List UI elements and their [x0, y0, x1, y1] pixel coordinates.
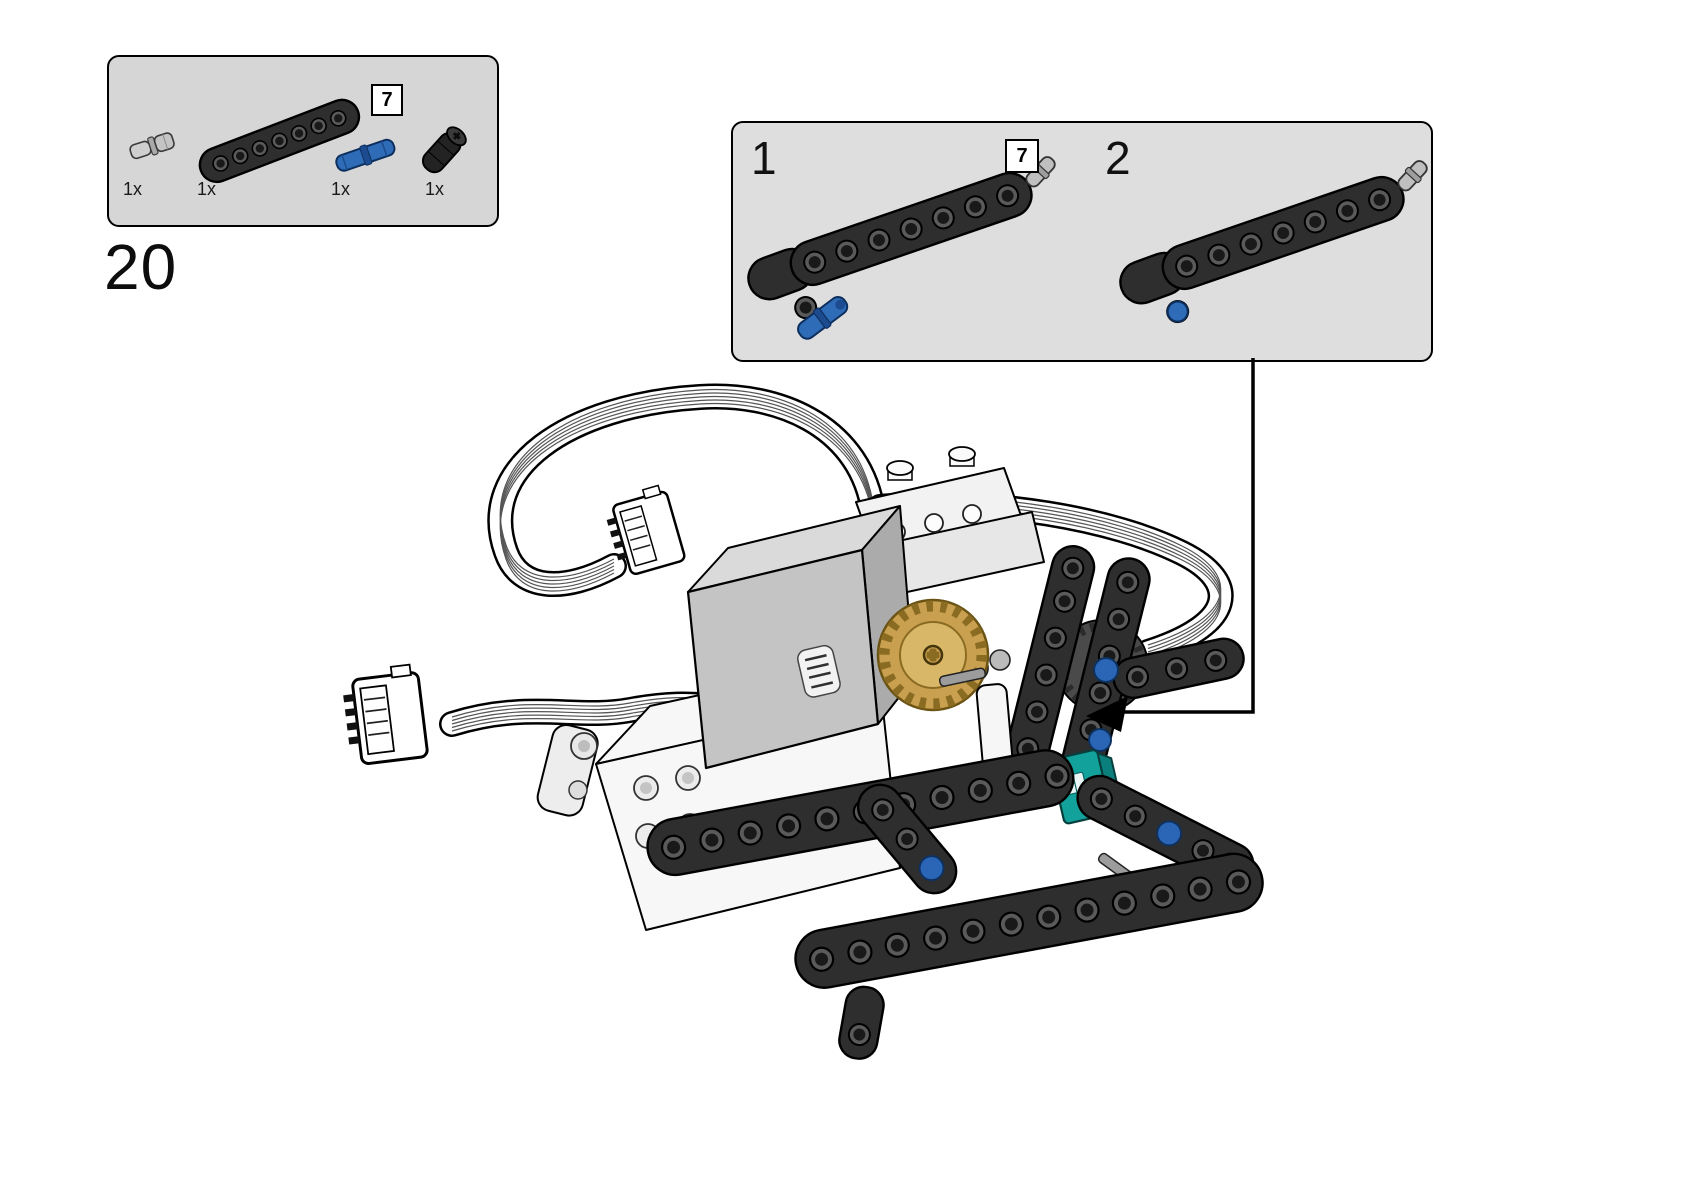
placement-arrow-icon	[1086, 696, 1128, 732]
blue-pin-end	[1156, 820, 1183, 847]
callout-connector-line	[1112, 358, 1255, 714]
stud	[886, 460, 914, 476]
inserted-blue-pin	[1166, 300, 1189, 323]
substep-label-1: 1	[751, 132, 777, 184]
sub-assembly-box: 1 7 2	[731, 121, 1433, 362]
motor-hub-detail	[568, 780, 588, 800]
gray-pin-icon	[1397, 160, 1428, 192]
substep-label-2: 2	[1105, 132, 1131, 184]
length-badge-7: 7	[1005, 139, 1039, 173]
part-count: 1x	[123, 179, 143, 199]
grille-detail	[797, 644, 841, 698]
step-number: 20	[104, 231, 178, 303]
pin-hole	[640, 782, 652, 794]
tan-knob-gear	[876, 598, 990, 712]
part-count: 1x	[197, 179, 217, 199]
part-count: 1x	[331, 179, 351, 199]
pin-hole	[962, 504, 982, 524]
blue-pin-part	[335, 138, 396, 172]
substep1-blue-pin	[797, 296, 849, 340]
blue-pin-end	[918, 855, 945, 882]
diagonal-beam-left	[856, 783, 958, 895]
gray-bush	[989, 649, 1011, 671]
cable-connector-plug	[606, 484, 686, 576]
sub-assembly-illustration	[747, 156, 1428, 340]
bottom-long-beam	[794, 852, 1264, 989]
parts-illustration	[129, 98, 467, 184]
pin-hole	[924, 513, 944, 533]
motor-hub-detail	[578, 740, 590, 752]
parts-callout-box: 7 1x 1x 1x 1x	[107, 55, 499, 227]
cable-connector-plug	[343, 663, 429, 765]
stud	[948, 446, 976, 462]
black-connector-part	[421, 126, 467, 174]
gray-axle	[938, 667, 987, 687]
length-badge-7: 7	[371, 84, 403, 116]
pin-hole	[682, 772, 694, 784]
gray-box-front	[686, 548, 880, 770]
gray-pin-part	[129, 132, 175, 160]
part-count: 1x	[425, 179, 445, 199]
right-short-beam	[1112, 637, 1245, 700]
black-beam-7-part	[198, 98, 361, 184]
substep2-beam	[1119, 160, 1428, 327]
blue-pin-end	[1088, 728, 1112, 752]
blue-pin-end	[1093, 657, 1119, 683]
small-hanging-beam	[838, 985, 885, 1060]
